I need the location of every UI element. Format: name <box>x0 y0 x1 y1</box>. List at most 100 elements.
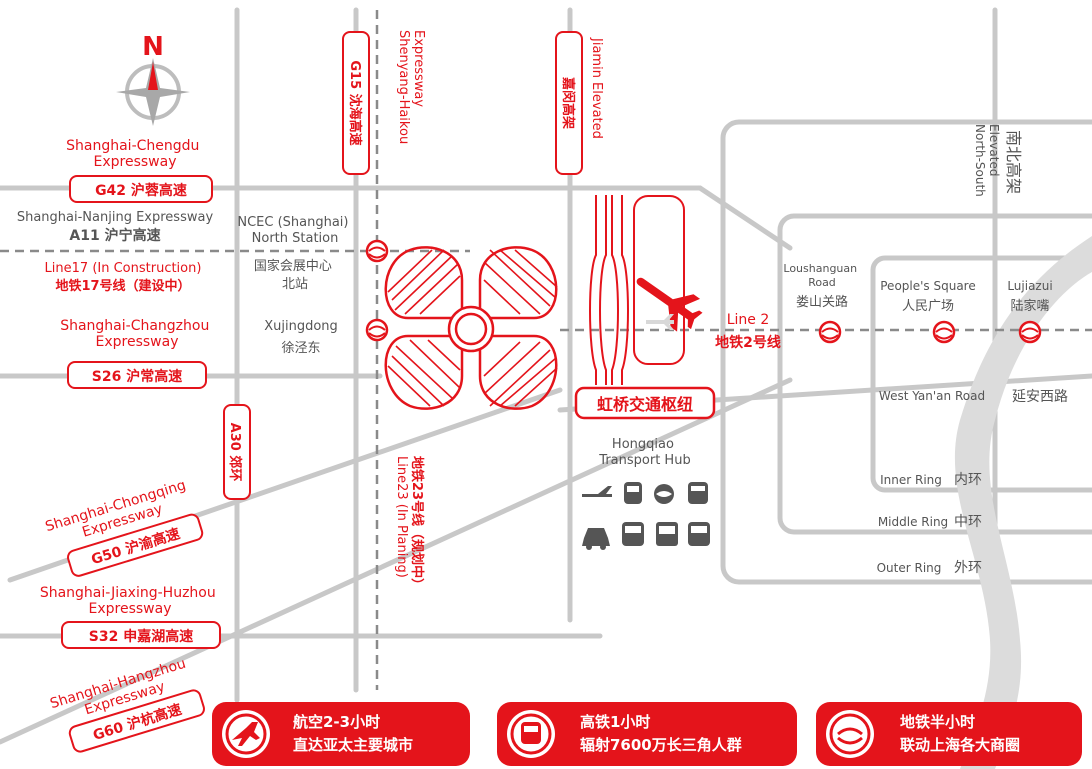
hongqiao-airport-outline <box>633 195 685 365</box>
dashed-lines <box>0 10 1092 690</box>
clover-center-inner <box>454 312 488 346</box>
banner-air-line2: 直达亚太主要城市 <box>293 736 413 754</box>
highspeed-mode-icon <box>688 482 708 504</box>
hub-cn-label: 虹桥交通枢纽 <box>597 395 693 414</box>
hongqiao-rail-tracks <box>589 195 629 385</box>
jiamin-pill: 嘉闵高架 <box>555 31 583 175</box>
s26-pill: S26 沪常高速 <box>67 361 207 389</box>
loushanguan-en-label: Loushanguan Road <box>783 262 860 289</box>
line17-cn-label: 地铁17号线（建设中） <box>55 278 190 294</box>
yanan-cn-label: 延安西路 <box>1012 389 1068 405</box>
metro-station-loushanguan <box>818 320 842 344</box>
s32-cn-label: S32 申嘉湖高速 <box>89 628 193 645</box>
g42-cn-label: G42 沪蓉高速 <box>95 182 187 199</box>
loushanguan-cn-label: 娄山关路 <box>796 294 848 310</box>
g15-pill: G15 沈海高速 <box>342 31 370 175</box>
train-mode-icon <box>624 482 642 504</box>
road-network <box>0 7 1092 745</box>
middle-ring-cn-label: 中环 <box>954 514 982 530</box>
banner-metro-line1: 地铁半小时 <box>900 713 975 731</box>
banner-rail-line2: 辐射7600万长三角人群 <box>580 736 742 754</box>
ncec-en-label: NCEC (Shanghai) North Station <box>237 215 352 246</box>
taxi-mode-icon <box>582 528 610 550</box>
north-south-en-label: North-South Elevated <box>973 124 1001 201</box>
banner-metro-line2: 联动上海各大商圈 <box>900 736 1020 754</box>
a30-label: A30 郊环 <box>227 423 243 482</box>
compass: N <box>116 32 190 126</box>
xujingdong-cn-label: 徐泾东 <box>281 341 320 356</box>
clover-leaf-se <box>478 334 558 410</box>
hub-en-label: Hongqiao Transport Hub <box>598 437 690 468</box>
middle-ring-en-label: Middle Ring <box>878 515 948 529</box>
compass-star <box>116 58 190 126</box>
yanan-en-label: West Yan'an Road <box>879 389 985 403</box>
clover-leaf-sw <box>384 334 464 410</box>
shenhai-en-label: Shenyang-Haikou Expressway <box>396 30 426 148</box>
road-g60 <box>0 377 793 745</box>
ncec-cn-label: 国家会展中心 北站 <box>254 258 336 292</box>
inner-ring-en-label: Inner Ring <box>880 473 942 487</box>
banner-metro: 地铁半小时 联动上海各大商圈 <box>816 702 1082 766</box>
s32-pill: S32 申嘉湖高速 <box>61 621 221 649</box>
line17-en-label: Line17 (In Construction) <box>45 261 202 276</box>
g15-label: G15 沈海高速 <box>347 60 363 145</box>
banner-air: 航空2-3小时 直达亚太主要城市 <box>212 702 470 766</box>
middle-ring <box>777 213 1092 535</box>
plane-mode-icon <box>582 486 612 497</box>
airplane-icon <box>636 277 703 332</box>
s26-cn-label: S26 沪常高速 <box>92 368 182 385</box>
g42-en-line: Shanghai-Chengdu <box>66 138 199 154</box>
banner-rail: 高铁1小时 辐射7600万长三角人群 <box>497 702 797 766</box>
airplane-small-icon <box>646 314 674 330</box>
metro-icon <box>837 727 863 745</box>
tram-mode-icon <box>688 522 710 546</box>
g42-en-label: Shanghai-Chengdu Expressway <box>66 138 204 170</box>
inner-ring-cn-label: 内环 <box>954 472 982 488</box>
metro-station-xujingdong <box>365 318 389 342</box>
banner-air-line1: 航空2-3小时 <box>293 713 380 731</box>
g50-group: Shanghai-Chongqing Expressway G50 沪渝高速 <box>43 477 204 577</box>
coach-mode-icon <box>656 522 678 546</box>
bus-mode-icon <box>622 522 644 546</box>
jiamin-cn-label: 嘉闵高架 <box>560 76 576 129</box>
outer-ring-cn-label: 外环 <box>954 560 982 576</box>
metro-mode-icon <box>654 484 674 504</box>
hub-pill: 虹桥交通枢纽 <box>574 386 716 420</box>
left-labels: Shanghai-Chengdu Expressway G42 沪蓉高速 Sha… <box>17 138 221 753</box>
transport-mode-icons <box>582 482 710 550</box>
peoples-en-label: People's Square <box>880 279 975 293</box>
inner-ring <box>870 255 1092 493</box>
metro-station-lujiazui <box>1018 320 1042 344</box>
g42-en-line2: Expressway <box>94 154 177 170</box>
outer-ring <box>720 119 1092 585</box>
a30-pill: A30 郊环 <box>223 404 251 500</box>
clover-leaf-nw <box>384 246 464 320</box>
g42-pill: G42 沪蓉高速 <box>69 175 213 203</box>
jiamin-en-label: Jiamin Elevated <box>589 37 604 139</box>
train-icon <box>521 722 541 744</box>
road-g42-east <box>697 185 793 251</box>
s32-en-label: Shanghai-Jiaxing-Huzhou Expressway <box>40 585 220 617</box>
a11-cn-label: A11 沪宁高速 <box>69 227 160 244</box>
exhibition-center-clover <box>384 246 558 410</box>
lujiazui-cn-label: 陆家嘴 <box>1010 298 1049 314</box>
banner-rail-line1: 高铁1小时 <box>580 713 650 731</box>
line2-en-label: Line 2 <box>727 312 770 328</box>
north-south-cn-label: 南北高架 <box>1004 130 1023 194</box>
huangpu-river <box>954 236 1092 769</box>
s26-en-label: Shanghai-Changzhou Expressway <box>60 318 214 350</box>
lujiazui-en-label: Lujiazui <box>1007 279 1052 293</box>
compass-north-label: N <box>142 32 164 62</box>
metro-station-ncec <box>365 239 389 263</box>
g60-group: Shanghai-Hangzhou Expressway G60 沪杭高速 <box>48 656 205 753</box>
peoples-cn-label: 人民广场 <box>902 299 954 314</box>
metro-station-peoples-square <box>932 320 956 344</box>
compass-needle <box>148 62 158 90</box>
airplane-icon <box>232 722 260 746</box>
line23-label: Line23 (In Planing) 地铁23号线（规划中） <box>394 456 425 591</box>
a11-en-label: Shanghai-Nanjing Expressway <box>17 210 214 225</box>
clover-leaf-ne <box>478 246 558 320</box>
line2-cn-label: 地铁2号线 <box>715 334 781 351</box>
outer-ring-en-label: Outer Ring <box>877 561 942 575</box>
clover-hatching <box>387 249 558 407</box>
